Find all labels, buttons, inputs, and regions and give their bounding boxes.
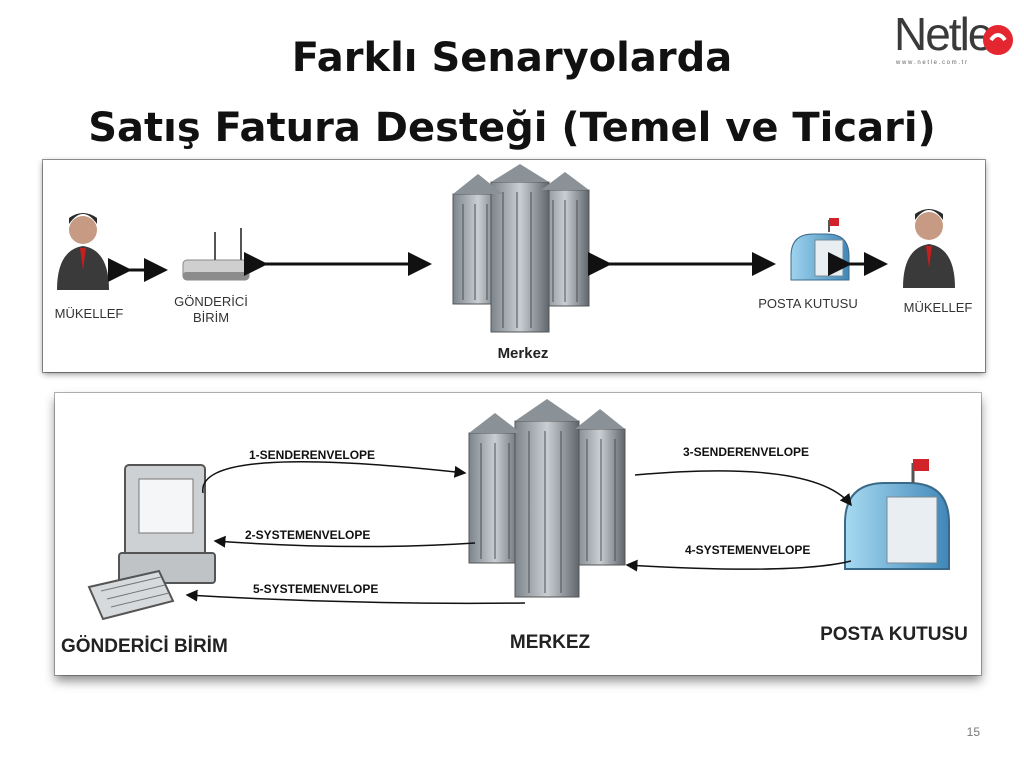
arrow-4-label: 4-SYSTEMENVELOPE [685,543,811,557]
arrow-2-label: 2-SYSTEMENVELOPE [245,528,371,542]
right-user-label: MÜKELLEF [903,300,973,315]
scenario-panel-commercial: 1-SENDERENVELOPE 2-SYSTEMENVELOPE 5-SYST… [55,393,981,675]
arrow-1-curve [202,461,467,494]
logo-dot-icon [983,25,1013,55]
mailbox-icon [844,459,950,570]
sender-label: GÖNDERİCİ BİRİM [61,636,228,657]
arrow-3-curve [634,470,852,507]
panel1-diagram [57,164,955,333]
center-label: Merkez [497,345,549,362]
mailbox-icon [790,218,850,281]
logo-tagline: w w w . n e t l e . c o m . t r [895,60,967,66]
page-number: 15 [966,725,980,739]
arrow-4-curve [625,559,852,572]
logo-wordmark: Netle [894,8,992,60]
mailbox-label: POSTA KUTUSU [758,296,858,311]
arrow-3-label: 3-SENDERENVELOPE [683,445,810,459]
mailbox-label: POSTA KUTUSU [820,624,968,645]
server-buildings-icon [468,399,626,598]
arrow-5-label: 5-SYSTEMENVELOPE [253,582,379,596]
router-icon [182,228,250,281]
server-buildings-icon [452,164,590,333]
arrow-5-curve [185,589,526,605]
panel2-diagram [87,399,950,621]
arrow-2-curve [213,535,476,548]
center-label: MERKEZ [509,632,591,653]
netle-logo-graphic: Netle w w w . n e t l e . c o m . t r [894,8,1013,66]
computer-icon [87,464,216,621]
slide-title-line1: Farklı Senaryolarda [291,35,733,81]
arrow-1-label: 1-SENDERENVELOPE [249,448,376,462]
sender-label-line1: GÖNDERİCİ [174,294,248,309]
left-user-label: MÜKELLEF [54,306,124,321]
sender-label-line2: BİRİM [192,310,230,325]
netle-logo: Netle w w w . n e t l e . c o m . t r [890,6,1020,70]
scenario-panel-basic: MÜKELLEF GÖNDERİCİ BİRİM Merkez POSTA KU… [43,160,985,372]
right-user-icon [903,209,955,288]
slide-title-line2: Satış Fatura Desteği (Temel ve Ticari) [88,105,936,151]
left-user-icon [57,213,109,290]
